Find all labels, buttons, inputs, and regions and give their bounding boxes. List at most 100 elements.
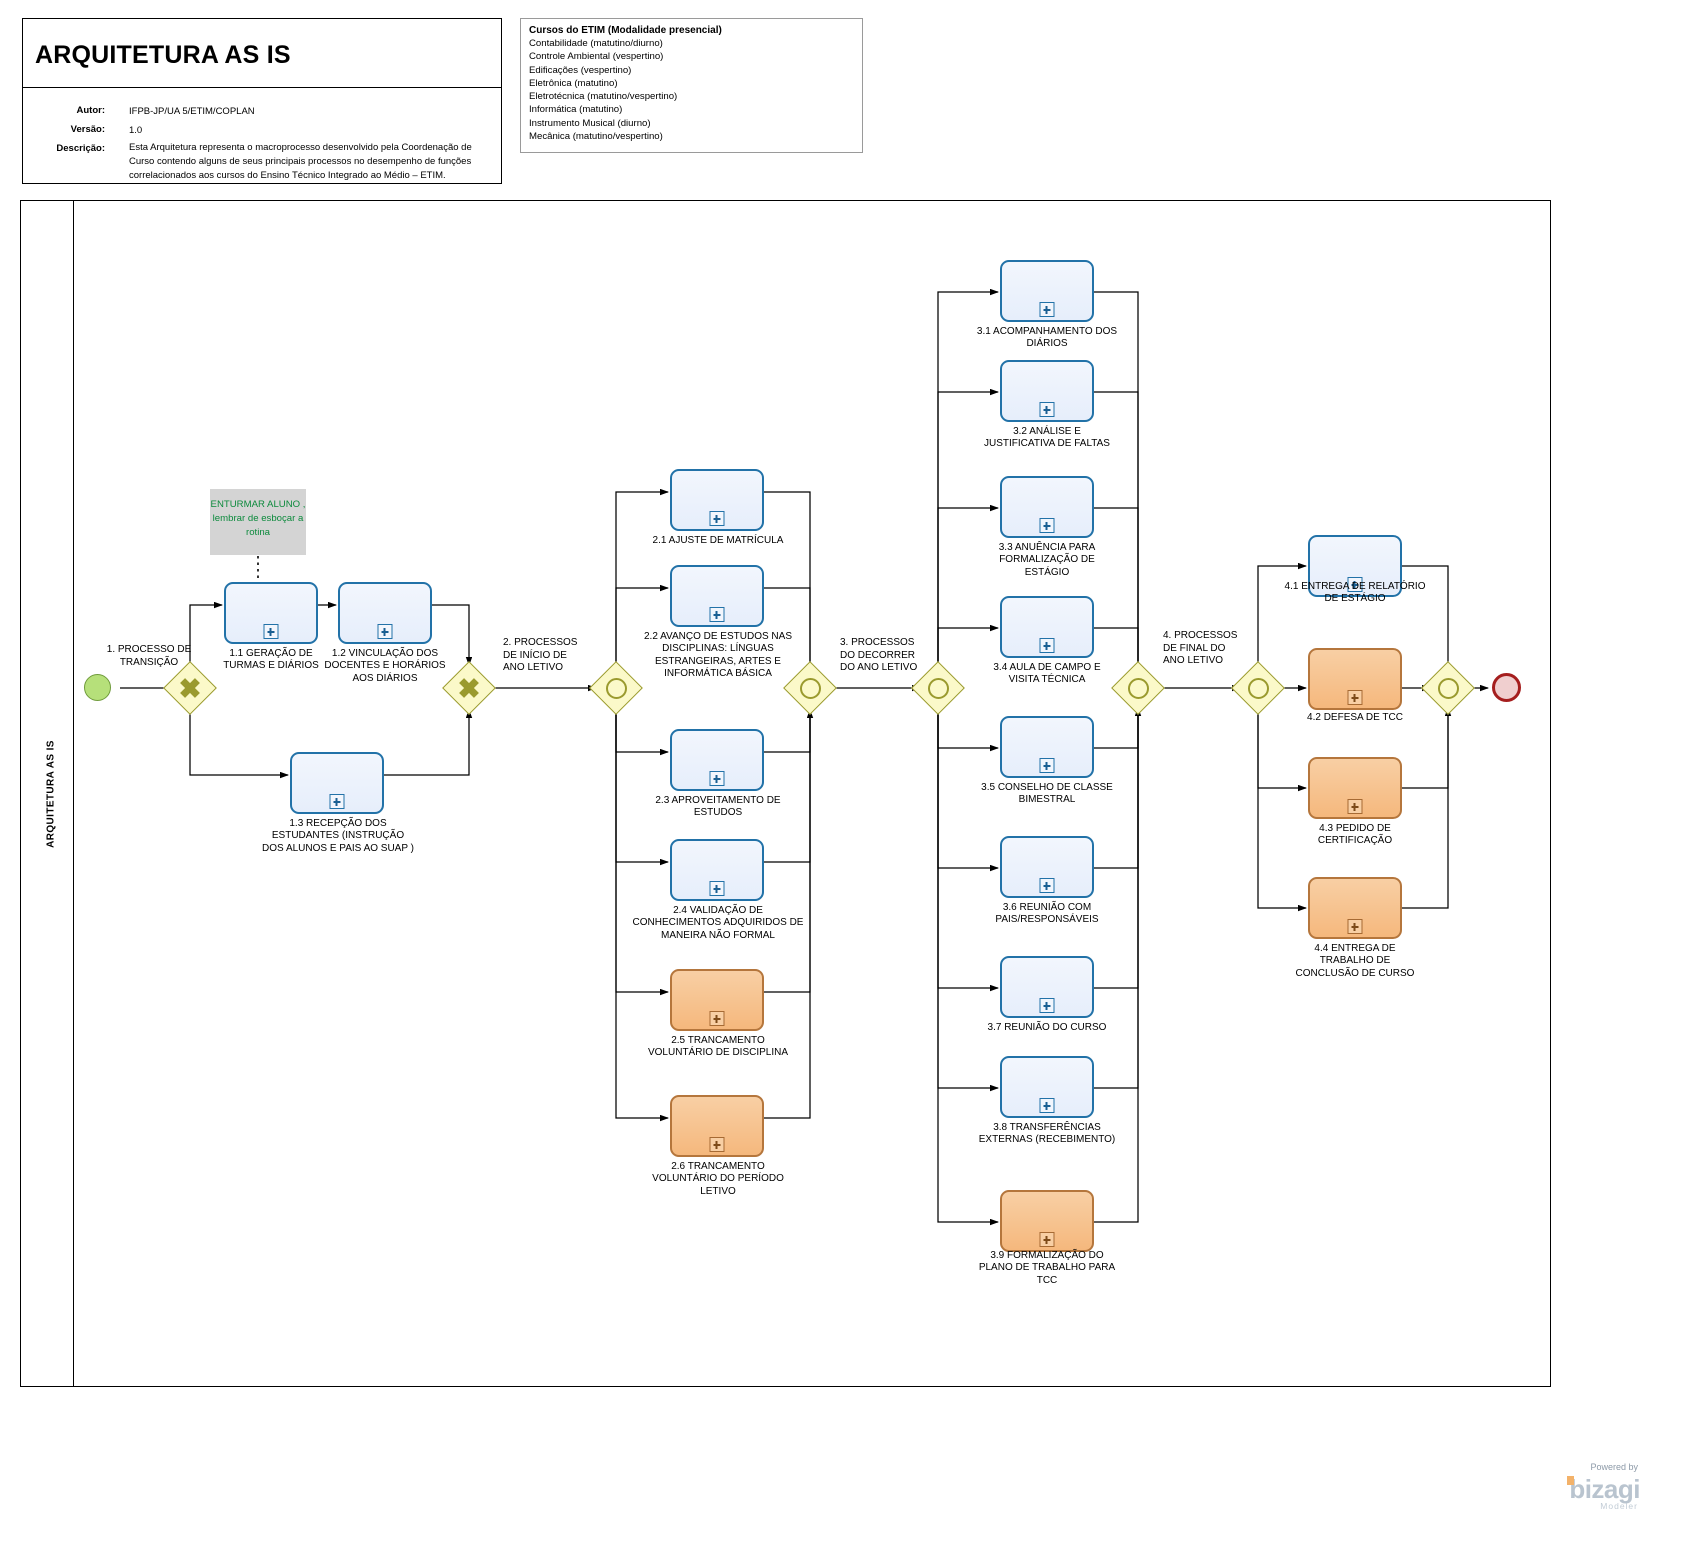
task-3-2[interactable] — [1000, 360, 1094, 422]
task-3-4[interactable] — [1000, 596, 1094, 658]
text-annotation: ENTURMAR ALUNO , lembrar de esboçar a ro… — [210, 489, 306, 555]
task-3-8-label: 3.8 TRANSFERÊNCIAS EXTERNAS (RECEBIMENTO… — [978, 1122, 1116, 1146]
task-2-6-label: 2.6 TRANCAMENTO VOLUNTÁRIO DO PERÍODO LE… — [652, 1161, 784, 1197]
annotation-text: ENTURMAR ALUNO , lembrar de esboçar a ro… — [210, 499, 306, 538]
task-3-9-label: 3.9 FORMALIZAÇÃO DO PLANO DE TRABALHO PA… — [978, 1250, 1116, 1286]
task-4-2-label: 4.2 DEFESA DE TCC — [1307, 712, 1403, 723]
task-2-1-label: 2.1 AJUSTE DE MATRÍCULA — [652, 535, 784, 546]
subprocess-plus-icon — [709, 1011, 725, 1026]
flow-label-2: 2. PROCESSOS DE INÍCIO DE ANO LETIVO — [503, 637, 578, 674]
task-4-2[interactable] — [1308, 648, 1402, 710]
task-2-2[interactable] — [670, 565, 764, 627]
meta-label-versao: Versão: — [70, 124, 105, 135]
task-2-5[interactable] — [670, 969, 764, 1031]
subprocess-plus-icon — [1039, 1098, 1055, 1113]
pool-lane-header: ARQUITETURA AS IS — [21, 201, 74, 1386]
task-2-6[interactable] — [670, 1095, 764, 1157]
page-title: ARQUITETURA AS IS — [35, 41, 291, 69]
gateway-inclusive-split-3[interactable] — [911, 661, 965, 715]
task-3-1[interactable] — [1000, 260, 1094, 322]
task-3-8[interactable] — [1000, 1056, 1094, 1118]
gateway-inclusive-split-2[interactable] — [589, 661, 643, 715]
task-2-5-label: 2.5 TRANCAMENTO VOLUNTÁRIO DE DISCIPLINA — [647, 1035, 789, 1059]
gateway-inclusive-join-3[interactable] — [1111, 661, 1165, 715]
task-4-3-label: 4.3 PEDIDO DE CERTIFICAÇÃO — [1317, 823, 1393, 847]
task-3-3-label: 3.3 ANUÊNCIA PARA FORMALIZAÇÃO DE ESTÁGI… — [998, 542, 1096, 578]
course-item: Contabilidade (matutino/diurno) — [529, 38, 663, 49]
task-3-5-label: 3.5 CONSELHO DE CLASSE BIMESTRAL — [981, 782, 1113, 806]
meta-value-versao: 1.0 — [129, 125, 143, 136]
task-4-1[interactable] — [1308, 535, 1402, 597]
bizagi-branding: Powered by bizagi Modeler — [1468, 1462, 1648, 1514]
bizagi-logo: bizagi — [1569, 1474, 1640, 1504]
task-3-7[interactable] — [1000, 956, 1094, 1018]
task-4-4-label: 4.4 ENTREGA DE TRABALHO DE CONCLUSÃO DE … — [1295, 943, 1415, 979]
subprocess-plus-icon — [329, 794, 345, 809]
task-2-4-label: 2.4 VALIDAÇÃO DE CONHECIMENTOS ADQUIRIDO… — [632, 905, 804, 941]
task-2-3-label: 2.3 APROVEITAMENTO DE ESTUDOS — [655, 795, 781, 819]
meta-label-descricao: Descrição: — [56, 143, 105, 154]
powered-by-label: Powered by — [1590, 1462, 1638, 1472]
subprocess-plus-icon — [1347, 690, 1363, 705]
subprocess-plus-icon — [1039, 402, 1055, 417]
meta-value-descricao: Esta Arquitetura representa o macroproce… — [129, 142, 472, 181]
task-3-6[interactable] — [1000, 836, 1094, 898]
flow-label-4: 4. PROCESSOS DE FINAL DO ANO LETIVO — [1163, 630, 1238, 667]
subprocess-plus-icon — [709, 607, 725, 622]
title-card: ARQUITETURA AS IS Autor: IFPB-JP/UA 5/ET… — [22, 18, 502, 184]
gateway-parallel-split-1[interactable] — [163, 661, 217, 715]
course-item: Edificações (vespertino) — [529, 64, 632, 76]
subprocess-plus-icon — [1347, 577, 1363, 592]
task-2-1[interactable] — [670, 469, 764, 531]
task-3-5[interactable] — [1000, 716, 1094, 778]
subprocess-plus-icon — [709, 511, 725, 526]
subprocess-plus-icon — [709, 881, 725, 896]
subprocess-plus-icon — [1039, 998, 1055, 1013]
flow-label-3: 3. PROCESSOS DO DECORRER DO ANO LETIVO — [840, 637, 918, 674]
meta-label-autor: Autor: — [76, 105, 106, 116]
task-1-2[interactable] — [338, 582, 432, 644]
subprocess-plus-icon — [1039, 638, 1055, 653]
subprocess-plus-icon — [709, 1137, 725, 1152]
task-1-3-label: 1.3 RECEPÇÃO DOS ESTUDANTES (INSTRUÇÃO D… — [262, 818, 414, 854]
task-1-1[interactable] — [224, 582, 318, 644]
task-2-4[interactable] — [670, 839, 764, 901]
course-item: Mecânica (matutino/vespertino) — [529, 131, 663, 143]
course-item: Controle Ambiental (vespertino) — [529, 51, 664, 63]
task-2-3[interactable] — [670, 729, 764, 791]
gateway-inclusive-split-4[interactable] — [1231, 661, 1285, 715]
subprocess-plus-icon — [1039, 1232, 1055, 1247]
task-3-9[interactable] — [1000, 1190, 1094, 1252]
subprocess-plus-icon — [1347, 799, 1363, 814]
flow-label-1: 1. PROCESSO DE TRANSIÇÃO — [106, 644, 192, 668]
meta-value-autor: IFPB-JP/UA 5/ETIM/COPLAN — [129, 106, 255, 117]
task-1-1-label: 1.1 GERAÇÃO DE TURMAS E DIÁRIOS — [223, 648, 319, 672]
task-4-4[interactable] — [1308, 877, 1402, 939]
courses-heading: Cursos do ETIM (Modalidade presencial) — [529, 25, 722, 36]
task-3-7-label: 3.7 REUNIÃO DO CURSO — [987, 1022, 1107, 1033]
gateway-parallel-join-1[interactable] — [442, 661, 496, 715]
task-2-2-label: 2.2 AVANÇO DE ESTUDOS NAS DISCIPLINAS: L… — [643, 631, 792, 680]
subprocess-plus-icon — [1039, 518, 1055, 533]
course-item: Instrumento Musical (diurno) — [529, 117, 651, 129]
task-3-6-label: 3.6 REUNIÃO COM PAIS/RESPONSÁVEIS — [995, 902, 1099, 926]
task-3-1-label: 3.1 ACOMPANHAMENTO DOS DIÁRIOS — [976, 326, 1118, 350]
subprocess-plus-icon — [377, 624, 393, 639]
task-4-3[interactable] — [1308, 757, 1402, 819]
course-item: Eletrotécnica (matutino/vespertino) — [529, 91, 678, 103]
gateway-inclusive-join-4[interactable] — [1421, 661, 1475, 715]
task-3-2-label: 3.2 ANÁLISE E JUSTIFICATIVA DE FALTAS — [984, 426, 1110, 450]
subprocess-plus-icon — [1039, 758, 1055, 773]
end-event[interactable] — [1492, 673, 1521, 702]
task-1-3[interactable] — [290, 752, 384, 814]
subprocess-plus-icon — [263, 624, 279, 639]
start-event[interactable] — [84, 674, 111, 701]
task-4-1-label: 4.1 ENTREGA DE RELATÓRIO DE ESTÁGIO — [1284, 581, 1426, 605]
gateway-inclusive-join-2[interactable] — [783, 661, 837, 715]
subprocess-plus-icon — [1039, 302, 1055, 317]
task-3-3[interactable] — [1000, 476, 1094, 538]
course-item: Informática (matutino) — [529, 104, 623, 116]
course-item: Eletrônica (matutino) — [529, 77, 618, 89]
courses-card: Cursos do ETIM (Modalidade presencial) C… — [520, 18, 863, 153]
subprocess-plus-icon — [1039, 878, 1055, 893]
